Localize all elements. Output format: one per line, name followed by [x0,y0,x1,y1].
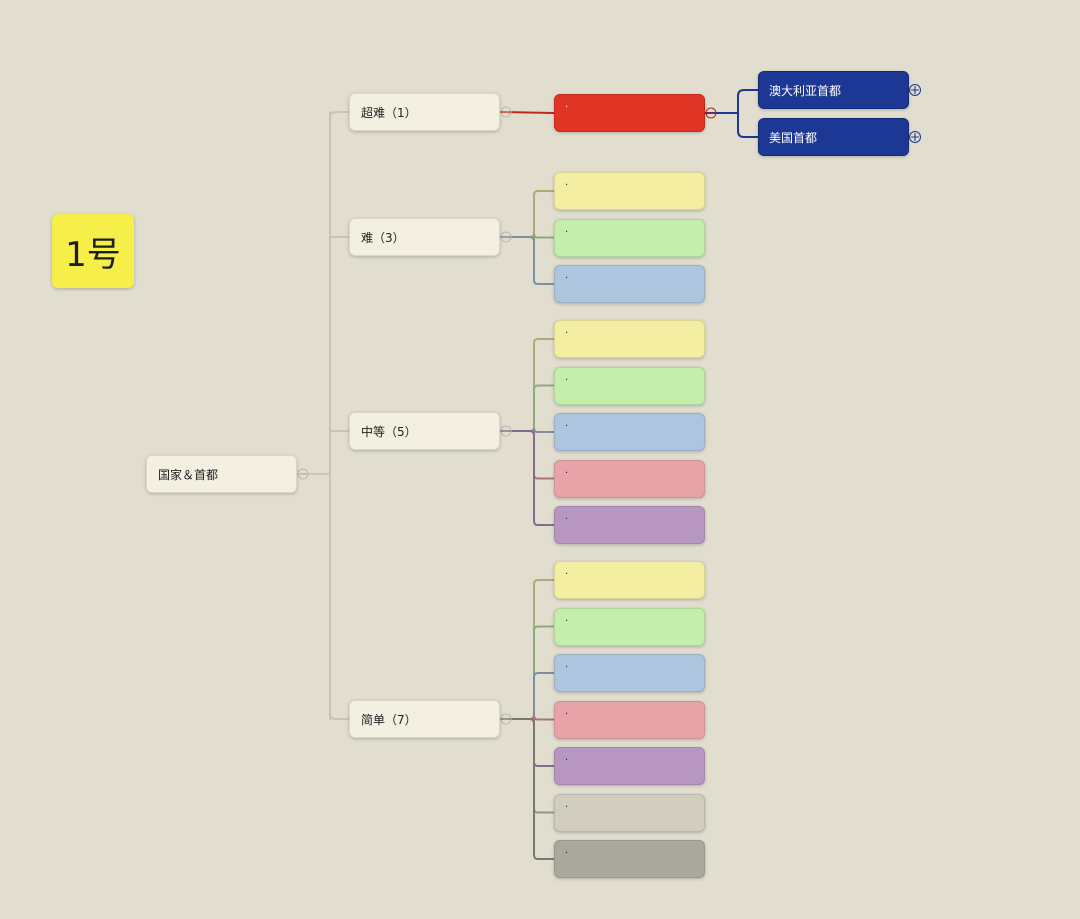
leaf-node[interactable]: · [554,413,705,451]
leaf-node-label: · [565,801,569,813]
capital-node-label: 美国首都 [769,130,818,145]
root-topic-label: 国家＆首都 [158,467,219,482]
leaf-node[interactable]: · [554,459,705,498]
leaf-node-label: · [565,273,569,284]
leaf-node[interactable]: · [554,561,705,599]
leaf-connector [500,236,554,285]
leaf-node-label: · [565,226,569,238]
capital-node-label: 澳大利亚首都 [769,83,842,98]
leaf-node[interactable]: · [554,94,705,132]
category-connector [329,111,349,119]
category-collapse-toggle[interactable] [500,231,512,243]
capital-connector [737,89,758,113]
leaf-node[interactable]: · [554,607,705,646]
leaf-node-label: · [565,180,569,191]
leaf-node-label: · [565,848,569,859]
category-node[interactable]: 超难（1） [349,93,500,131]
leaf-node[interactable]: · [554,172,705,210]
leaf-node-label: · [565,615,569,627]
category-connector [329,712,349,720]
category-collapse-toggle[interactable] [500,713,512,725]
leaf-node-label: · [565,708,569,720]
leaf-node[interactable]: · [554,793,705,832]
capital-expand-toggle[interactable] [909,84,921,96]
leaf-node[interactable]: · [554,320,705,358]
category-collapse-toggle[interactable] [500,425,512,437]
leaf-node-label: · [565,328,569,339]
leaf-node[interactable]: · [554,700,705,739]
leaf-connector [500,430,554,526]
capital-connector [737,113,758,138]
leaf-node-label: · [565,755,569,766]
category-node[interactable]: 中等（5） [349,412,500,450]
leaf-node-label: · [565,569,569,580]
leaf-node[interactable]: · [554,747,705,785]
root-topic[interactable]: 国家＆首都 [146,455,297,493]
leaf-node[interactable]: · [554,506,705,544]
leaf-node[interactable]: · [554,840,705,878]
category-node-label: 难（3） [361,230,405,245]
leaf-node-label: · [565,467,569,479]
category-node-label: 中等（5） [361,424,417,439]
sticky-note[interactable]: 1号 [52,214,134,288]
leaf-node-label: · [565,421,569,432]
leaf-node-label: · [565,514,569,525]
leaf-connector [500,718,554,860]
leaf-node-label: · [565,374,569,386]
category-node[interactable]: 简单（7） [349,700,500,738]
category-node-label: 简单（7） [361,712,417,727]
leaf-node[interactable]: · [554,265,705,303]
leaf-node-label: · [565,102,569,113]
root-collapse-toggle[interactable] [297,468,309,480]
leaf-node[interactable]: · [554,366,705,405]
leaf-node[interactable]: · [554,654,705,692]
leaf-collapse-toggle[interactable] [705,107,717,119]
leaf-node[interactable]: · [554,218,705,257]
capital-node[interactable]: 美国首都 [758,118,909,156]
category-node-label: 超难（1） [361,105,417,120]
capital-expand-toggle[interactable] [909,131,921,143]
capital-node[interactable]: 澳大利亚首都 [758,71,909,109]
leaf-node-label: · [565,662,569,673]
category-collapse-toggle[interactable] [500,106,512,118]
category-node[interactable]: 难（3） [349,218,500,256]
